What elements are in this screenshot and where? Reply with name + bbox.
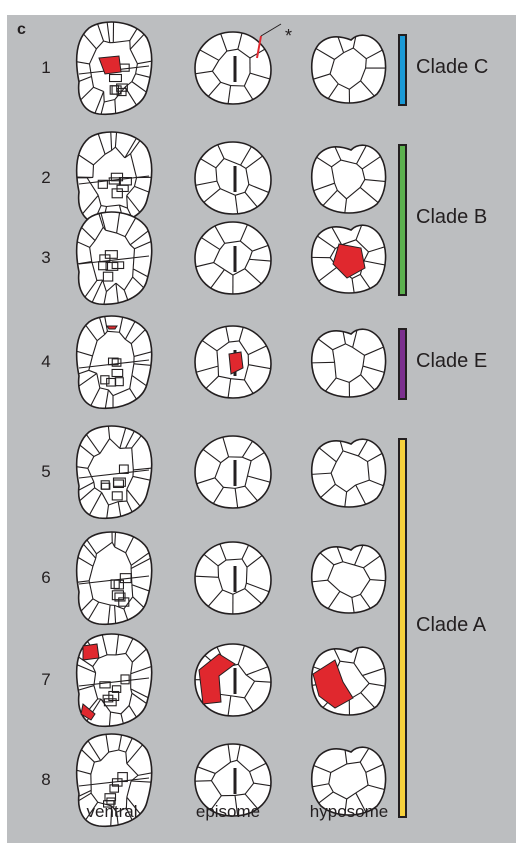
row-4-ventral-drawing	[75, 315, 153, 409]
column-label-episome: episome	[195, 802, 261, 821]
row-3-ventral-drawing	[75, 211, 153, 305]
clade-bar-clade-c	[398, 34, 407, 106]
row-1-ventral-highlight-0	[98, 55, 122, 75]
clade-bar-clade-b	[398, 144, 407, 296]
row-5-episome-drawing	[194, 435, 272, 509]
row-1-hyposome-drawing	[310, 34, 387, 104]
row-5-ventral-drawing	[75, 425, 153, 519]
row-1-episome-red-line	[256, 35, 262, 59]
row-3-episome-drawing	[194, 221, 272, 295]
row-1-episome-drawing	[194, 31, 272, 105]
row-7-episome-highlight	[198, 653, 236, 705]
row-4-hyposome-drawing	[310, 328, 387, 398]
column-label-ventral: ventral	[86, 802, 138, 821]
row-6-episome-drawing	[194, 541, 272, 615]
clade-bar-clade-e	[398, 328, 407, 400]
row-2-hyposome-drawing	[310, 144, 387, 214]
row-number-3: 3	[41, 248, 51, 267]
row-3-hyposome-highlight	[332, 243, 366, 279]
panel-letter: c	[17, 21, 26, 38]
row-number-2: 2	[41, 168, 51, 187]
row-2-episome-drawing	[194, 141, 272, 215]
asterisk-leader-line	[260, 23, 282, 37]
row-number-4: 4	[41, 352, 51, 371]
row-4-episome-highlight	[228, 351, 244, 375]
row-7-ventral-drawing	[75, 633, 153, 727]
row-5-hyposome-drawing	[310, 438, 387, 508]
row-6-ventral-drawing	[75, 531, 153, 625]
row-number-6: 6	[41, 568, 51, 587]
column-label-hyposome: hyposome	[309, 802, 389, 821]
clade-label-clade-e: Clade E	[416, 350, 488, 372]
row-number-1: 1	[41, 58, 51, 77]
row-2-ventral-drawing	[75, 131, 153, 225]
row-8-hyposome-drawing	[310, 746, 387, 816]
row-7-hyposome-highlight	[312, 659, 354, 709]
clade-label-clade-c: Clade C	[416, 56, 489, 78]
row-7-ventral-highlight-0	[82, 643, 100, 661]
row-7-episome-drawing	[194, 643, 272, 717]
row-7-ventral-highlight-1	[80, 703, 96, 721]
row-number-5: 5	[41, 462, 51, 481]
clade-bar-clade-a	[398, 438, 407, 818]
asterisk-annotation: *	[285, 26, 293, 46]
row-number-7: 7	[41, 670, 51, 689]
row-number-8: 8	[41, 770, 51, 789]
row-7-hyposome-drawing	[310, 646, 387, 716]
clade-label-clade-b: Clade B	[416, 206, 488, 228]
row-6-hyposome-drawing	[310, 544, 387, 614]
row-8-ventral-drawing	[75, 733, 153, 827]
row-4-ventral-highlight-0	[106, 325, 118, 330]
clade-label-clade-a: Clade A	[416, 614, 487, 636]
